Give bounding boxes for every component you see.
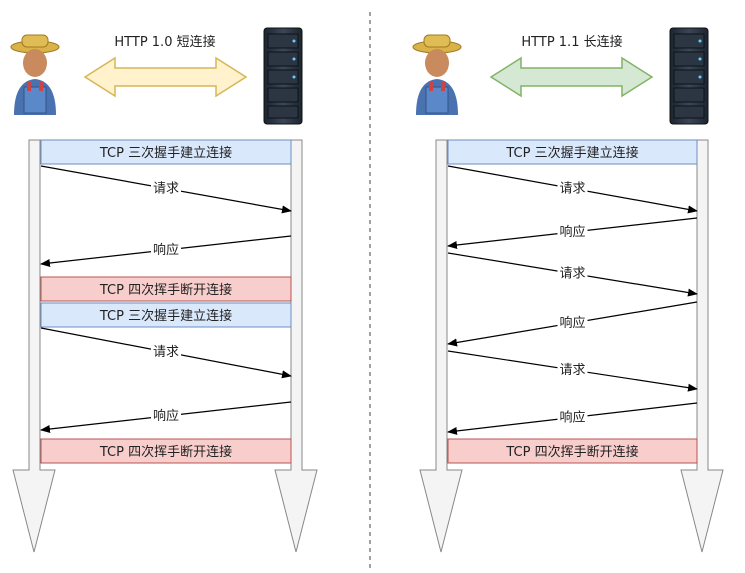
message-label: 请求 [153,182,179,197]
right-panel: HTTP 1.1 长连接 TCP 三次握手建立连接 TCP 四次挥手断开连接 请求… [412,27,724,553]
message-label: 响应 [559,224,585,240]
left-bars: TCP 三次握手建立连接 TCP 四次挥手断开连接 TCP 三次握手建立连接 TCP … [40,139,292,464]
message-label: 响应 [559,315,585,331]
message-label: 响应 [153,408,179,424]
bar-label: TCP 四次挥手断开连接 [505,444,638,460]
client-farmer-icon [10,34,60,115]
left-server-lifeline [274,139,318,553]
bar-label: TCP 三次握手建立连接 [99,145,232,161]
bar-label: TCP 四次挥手断开连接 [99,444,232,460]
right-double-arrow [489,56,654,98]
message-label-bg [557,315,588,331]
bar-handshake [40,139,292,165]
server-rack-icon [669,27,709,125]
message-label: 响应 [153,242,179,258]
message-label: 请求 [559,363,585,378]
message-label-bg [557,362,588,378]
message-label: 请求 [559,267,585,282]
message-label-bg [557,180,588,197]
message-label-bg [151,344,181,360]
message-label-bg [557,409,588,426]
bar-teardown [40,276,292,302]
right-client-lifeline [419,139,463,553]
message-label: 请求 [559,182,585,197]
server-rack-icon [263,27,303,125]
bar-teardown [40,438,292,464]
bar-handshake [447,139,698,165]
client-farmer-icon [412,34,462,115]
message-label: 响应 [559,410,585,426]
right-title: HTTP 1.1 长连接 [521,34,622,50]
left-double-arrow [83,56,248,98]
right-bars: TCP 三次握手建立连接 TCP 四次挥手断开连接 [447,139,698,464]
bar-label: TCP 四次挥手断开连接 [99,282,232,298]
message-label-bg [151,242,181,258]
bar-teardown [447,438,698,464]
message-label-bg [151,180,181,197]
left-title: HTTP 1.0 短连接 [114,34,215,50]
bar-label: TCP 三次握手建立连接 [99,308,232,324]
message-label: 请求 [153,345,179,360]
message-label-bg [557,224,588,240]
bar-handshake [40,302,292,328]
message-label-bg [557,265,588,282]
left-client-lifeline [12,139,56,553]
message-label-bg [151,408,181,424]
right-server-lifeline [680,139,724,553]
bar-label: TCP 三次握手建立连接 [505,145,638,161]
